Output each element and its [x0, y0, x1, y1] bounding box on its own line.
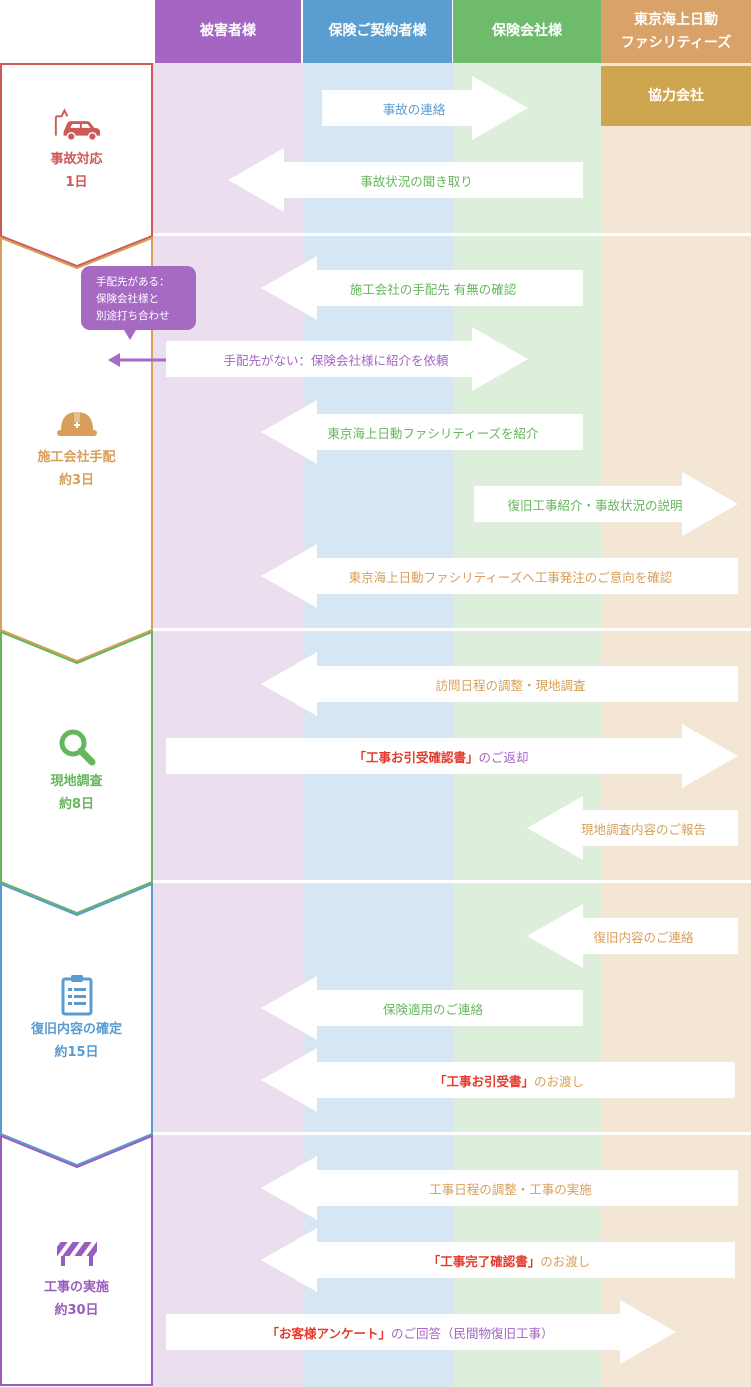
stage-separator [153, 880, 751, 883]
flow-arrow: 保険適用のご連絡 [261, 976, 583, 1040]
hardhat-icon [52, 403, 102, 443]
flow-arrow-shape [261, 400, 583, 464]
flow-arrow-text: 保険適用のご連絡 [382, 1001, 483, 1017]
flow-arrow-label: 現地調査内容のご報告 [549, 796, 738, 860]
flow-arrow-label: 事故の連絡 [322, 76, 506, 140]
flow-arrow-label: 復旧内容のご連絡 [549, 904, 738, 968]
flow-arrow: 「お客様アンケート」のご回答（民間物復旧工事） [166, 1300, 676, 1364]
flow-arrow-shape [261, 1228, 735, 1292]
flow-arrow-text: 東京海上日動ファシリティーズへ工事発注のご意向を確認 [348, 569, 673, 585]
flow-arrow: 訪問日程の調整・現地調査 [261, 652, 738, 716]
flow-arrow: 「工事お引受書」のお渡し [261, 1048, 735, 1112]
flow-arrow-label: 「お客様アンケート」のご回答（民間物復旧工事） [166, 1300, 654, 1364]
flow-arrow-shape [261, 652, 738, 716]
flow-arrow-label: 「工事お引受確認書」のご返却 [166, 724, 716, 788]
stage-confirm: 復旧内容の確定 約15日 [0, 970, 153, 1070]
header-policyholder: 保険ご契約者様 [303, 0, 452, 63]
stage-label: 工事の実施 約30日 [43, 1280, 109, 1318]
stage-survey: 現地調査 約8日 [0, 722, 153, 822]
flow-arrow-text: のご返却 [478, 749, 529, 765]
flow-arrow-shape [228, 148, 583, 212]
stage-outline [0, 63, 153, 1386]
flow-arrow-shape [527, 904, 738, 968]
stage-label: 復旧内容の確定 約15日 [30, 1022, 122, 1060]
flow-arrow-label: 復旧工事紹介・事故状況の説明 [474, 472, 716, 536]
flow-arrow-label: 保険適用のご連絡 [283, 976, 583, 1040]
flow-arrow: 東京海上日動ファシリティーズへ工事発注のご意向を確認 [261, 544, 738, 608]
flow-arrow-label: 訪問日程の調整・現地調査 [283, 652, 738, 716]
flow-arrow-text: 東京海上日動ファシリティーズを紹介 [327, 425, 539, 441]
flow-arrow-text: 施工会社の手配先 有無の確認 [349, 281, 517, 297]
flow-arrow: 手配先がない：保険会社様に紹介を依頼 [166, 327, 528, 391]
stage-construction: 工事の実施 約30日 [0, 1228, 153, 1328]
flow-arrow-shape [322, 76, 528, 140]
flow-arrow: 施工会社の手配先 有無の確認 [261, 256, 583, 320]
flow-arrow-text: 現地調査内容のご報告 [580, 821, 706, 837]
note-bubble-tail [124, 330, 136, 340]
stage-label: 現地調査 約8日 [50, 774, 103, 812]
magnifier-icon [52, 727, 102, 767]
stage-separator [153, 1132, 751, 1135]
flow-arrow: 「工事完了確認書」のお渡し [261, 1228, 735, 1292]
note-pointer-arrow [108, 353, 166, 367]
clipboard-icon [52, 975, 102, 1016]
flow-arrow-shape [527, 796, 738, 860]
stage-separator [153, 233, 751, 236]
flow-arrow-shape [261, 976, 583, 1040]
flow-arrow-text: のお渡し [534, 1073, 585, 1089]
flow-arrow-label: 東京海上日動ファシリティーズを紹介 [283, 400, 583, 464]
stage-separator [153, 628, 751, 631]
flow-arrow-shape [261, 1048, 735, 1112]
flow-arrow: 東京海上日動ファシリティーズを紹介 [261, 400, 583, 464]
stage-label: 施工会社手配 約3日 [37, 450, 116, 488]
flow-arrow: 復旧内容のご連絡 [527, 904, 738, 968]
flow-arrow: 工事日程の調整・工事の実施 [261, 1156, 738, 1220]
flow-arrow-shape [474, 472, 738, 536]
stage-accident: 事故対応 1日 [0, 100, 153, 200]
flow-arrow-text: のお渡し [540, 1253, 591, 1269]
flow-arrow: 「工事お引受確認書」のご返却 [166, 724, 738, 788]
flow-arrow: 復旧工事紹介・事故状況の説明 [474, 472, 738, 536]
header-facilities: 東京海上日動 ファシリティーズ [601, 0, 751, 63]
flow-arrow: 事故状況の聞き取り [228, 148, 583, 212]
flow-arrow-text: 手配先がない：保険会社様に紹介を依頼 [223, 352, 449, 368]
flow-arrow-shape [261, 1156, 738, 1220]
flow-arrow-label: 事故状況の聞き取り [250, 148, 583, 212]
flow-arrow-label: 施工会社の手配先 有無の確認 [283, 256, 583, 320]
flow-arrow-text: 工事日程の調整・工事の実施 [429, 1181, 592, 1197]
flow-arrow-label: 東京海上日動ファシリティーズへ工事発注のご意向を確認 [283, 544, 738, 608]
note-bubble: 手配先がある： 保険会社様と 別途打ち合わせ [81, 266, 196, 330]
document-name-highlight: 「工事お引受書」 [433, 1073, 534, 1089]
barrier-icon [52, 1233, 102, 1273]
flow-arrow-text: 復旧内容のご連絡 [593, 929, 694, 945]
flow-arrow-text: のご回答（民間物復旧工事） [391, 1325, 554, 1341]
document-name-highlight: 「お客様アンケート」 [266, 1325, 391, 1341]
stage-label: 事故対応 1日 [50, 152, 103, 190]
flow-arrow-text: 事故の連絡 [382, 101, 446, 117]
flow-arrow-shape [166, 1300, 676, 1364]
flow-arrow-label: 工事日程の調整・工事の実施 [283, 1156, 738, 1220]
document-name-highlight: 「工事お引受確認書」 [353, 749, 479, 765]
flow-arrow-shape [166, 724, 738, 788]
flow-arrow-text: 訪問日程の調整・現地調査 [435, 677, 586, 693]
document-name-highlight: 「工事完了確認書」 [427, 1253, 541, 1269]
flow-arrow-text: 復旧工事紹介・事故状況の説明 [507, 497, 683, 513]
header-victim: 被害者様 [155, 0, 301, 63]
flow-arrow-label: 「工事完了確認書」のお渡し [283, 1228, 735, 1292]
flow-arrow-shape [261, 544, 738, 608]
flow-arrow-text: 事故状況の聞き取り [360, 173, 473, 189]
flow-arrow-label: 「工事お引受書」のお渡し [283, 1048, 735, 1112]
flow-arrow-label: 手配先がない：保険会社様に紹介を依頼 [166, 327, 506, 391]
car-accident-icon [52, 105, 102, 145]
flow-arrow-shape [166, 327, 528, 391]
flow-arrow: 事故の連絡 [322, 76, 528, 140]
header-insurer: 保険会社様 [453, 0, 601, 63]
flow-arrow-shape [261, 256, 583, 320]
facilities-column-bg [601, 63, 751, 1387]
stage-contractor: 施工会社手配 約3日 [0, 398, 153, 498]
header-partner: 協力会社 [601, 66, 751, 126]
flow-arrow: 現地調査内容のご報告 [527, 796, 738, 860]
